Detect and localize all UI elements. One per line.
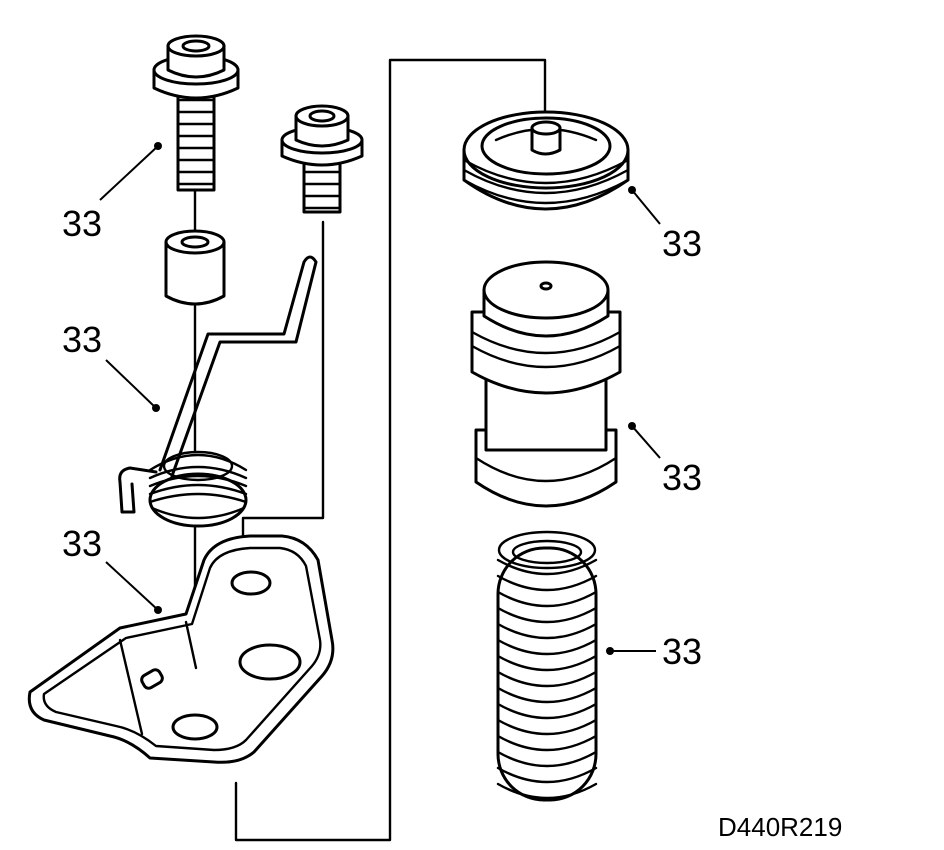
large-bolt <box>152 34 240 192</box>
torsion-spring-lever <box>118 255 318 528</box>
spacer-sleeve <box>164 229 226 306</box>
bracket-plate <box>27 534 335 764</box>
callout-cap-top: 33 <box>662 223 702 264</box>
callout-piston: 33 <box>662 457 702 498</box>
callout-bolt-large: 33 <box>62 203 102 244</box>
coil-spring <box>496 530 598 802</box>
small-bolt <box>280 104 364 214</box>
threaded-cap <box>462 110 630 211</box>
callout-leaders <box>99 142 661 655</box>
callout-spring-lever: 33 <box>62 319 102 360</box>
figure-reference: D440R219 <box>718 812 842 842</box>
callout-coil-spring: 33 <box>662 631 702 672</box>
piston <box>470 260 622 508</box>
callout-bracket-plate: 33 <box>62 523 102 564</box>
